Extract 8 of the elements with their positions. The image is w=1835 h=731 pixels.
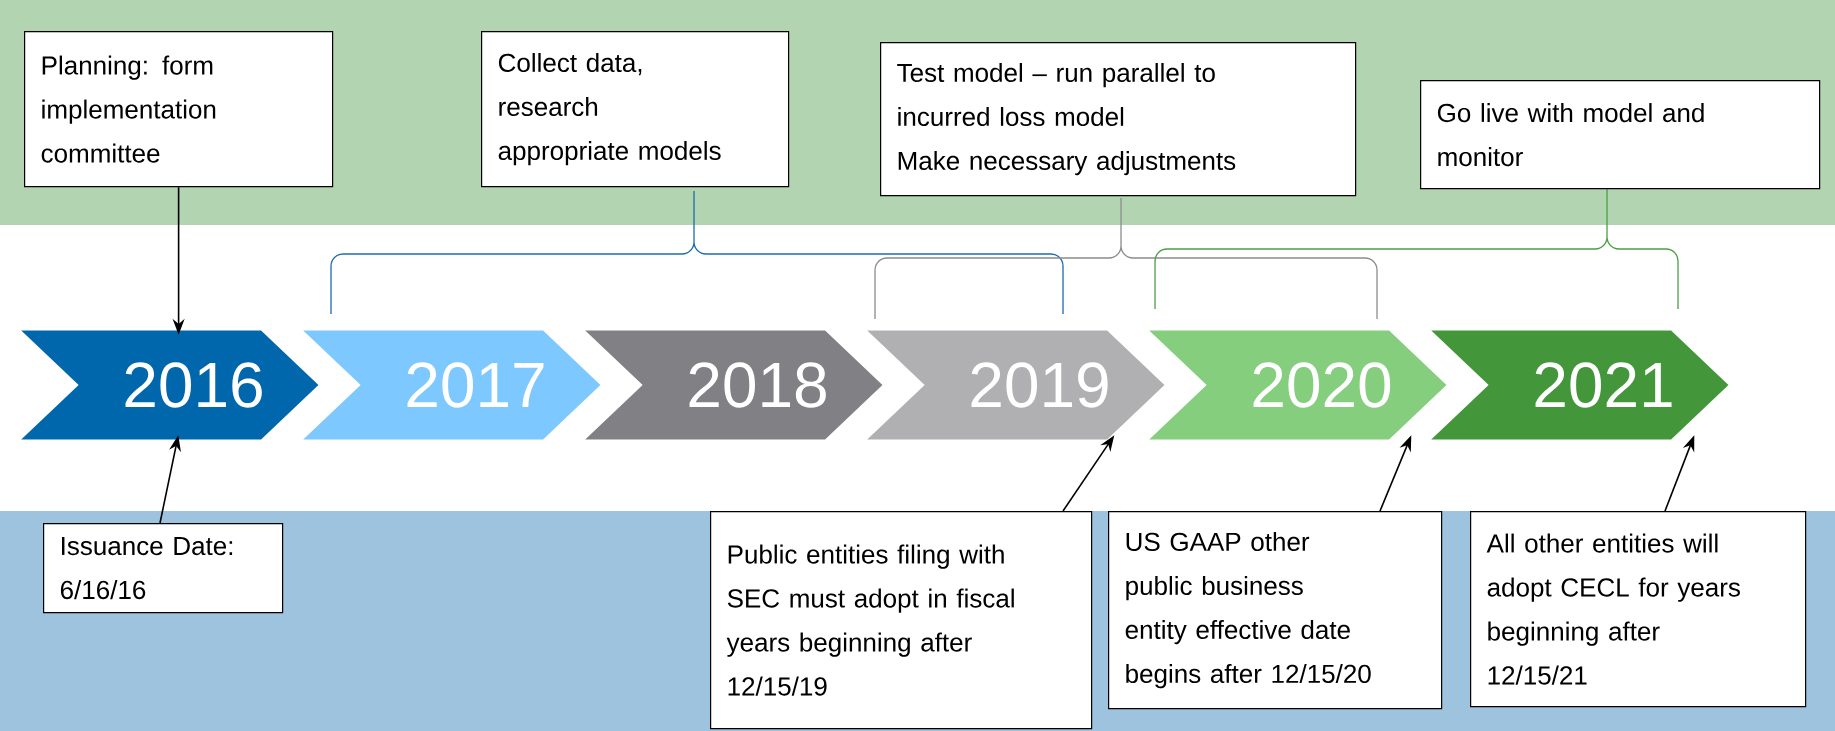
text-box: All other entities will adopt CECL for years beginning after 12/15/21 bbox=[1470, 511, 1807, 708]
text-box: Collect data, research appropriate models bbox=[481, 31, 790, 188]
text-box: Go live with model and monitor bbox=[1420, 80, 1821, 190]
text-box: Issuance Date: 6/16/16 bbox=[43, 523, 284, 614]
text-box: Test model – run parallel to incurred loss model Make necessary adjustments bbox=[880, 42, 1357, 197]
text-box: Public entities filing with SEC must adopt in fiscal years beginning after 12/15/19 bbox=[710, 511, 1093, 730]
text-box: Planning: form implementation committee bbox=[24, 31, 334, 188]
text-box: US GAAP other public business entity effective date begins after 12/15/20 bbox=[1108, 511, 1443, 710]
